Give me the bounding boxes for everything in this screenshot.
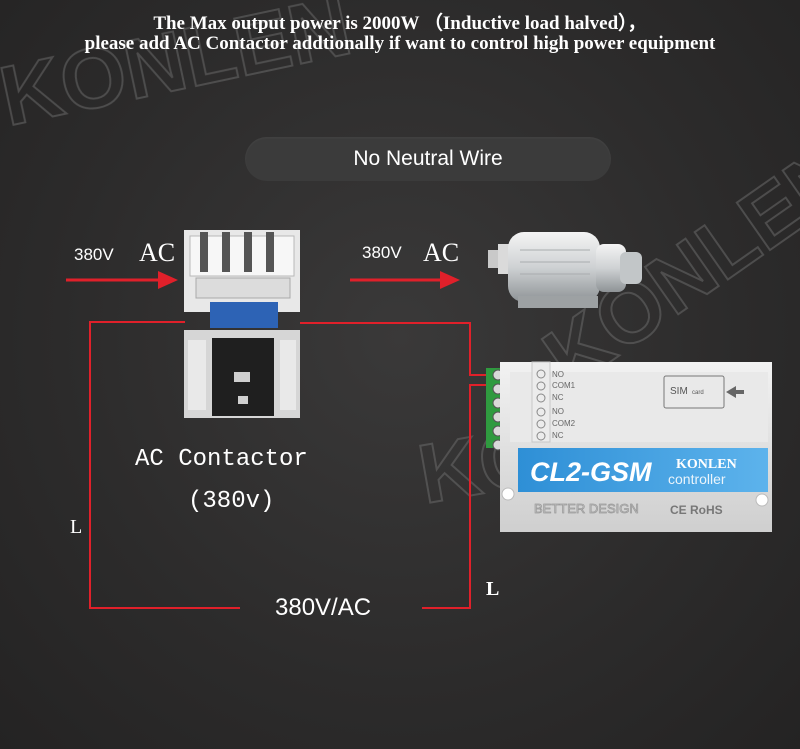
terminal-label: COM2 xyxy=(552,419,576,428)
terminal-label: COM1 xyxy=(552,381,576,390)
sim-sublabel: card xyxy=(692,390,704,396)
device-model: CL2-GSM xyxy=(530,457,652,487)
banner-pill: No Neutral Wire xyxy=(245,137,611,181)
output-arrow xyxy=(350,271,460,289)
contactor-name: AC Contactor xyxy=(135,446,308,473)
device-terminal-labels: NO COM1 NC NO COM2 NC xyxy=(552,370,576,440)
device-marks: CE RoHS xyxy=(670,503,723,517)
terminal-label: NC xyxy=(552,431,564,440)
device-type: controller xyxy=(668,471,726,487)
device-brand: KONLEN xyxy=(676,457,737,472)
motor xyxy=(488,232,642,308)
output-voltage-label: 380V xyxy=(362,243,402,262)
output-unit-label: AC xyxy=(423,238,460,267)
line-label-left: L xyxy=(70,516,83,538)
sim-label: SIM xyxy=(670,386,688,397)
input-voltage-label: 380V xyxy=(74,245,114,264)
terminal-label: NO xyxy=(552,370,564,379)
header-line-1: The Max output power is 2000W （Inductive… xyxy=(153,13,647,34)
ac-contactor xyxy=(184,230,300,418)
line-label-right: L xyxy=(486,578,500,600)
terminal-label: NC xyxy=(552,393,564,402)
control-wire-loop xyxy=(89,321,498,609)
loop-voltage-label: 380V/AC xyxy=(275,594,372,621)
header-line-2: please add AC Contactor addtionally if w… xyxy=(84,33,716,54)
device-slogan: BETTER DESIGN xyxy=(534,501,639,516)
terminal-label: NO xyxy=(552,407,564,416)
input-unit-label: AC xyxy=(139,238,176,267)
contactor-rating: (380v) xyxy=(188,488,275,515)
input-arrow xyxy=(66,271,178,289)
banner-text: No Neutral Wire xyxy=(353,147,503,170)
gsm-controller xyxy=(486,361,772,532)
